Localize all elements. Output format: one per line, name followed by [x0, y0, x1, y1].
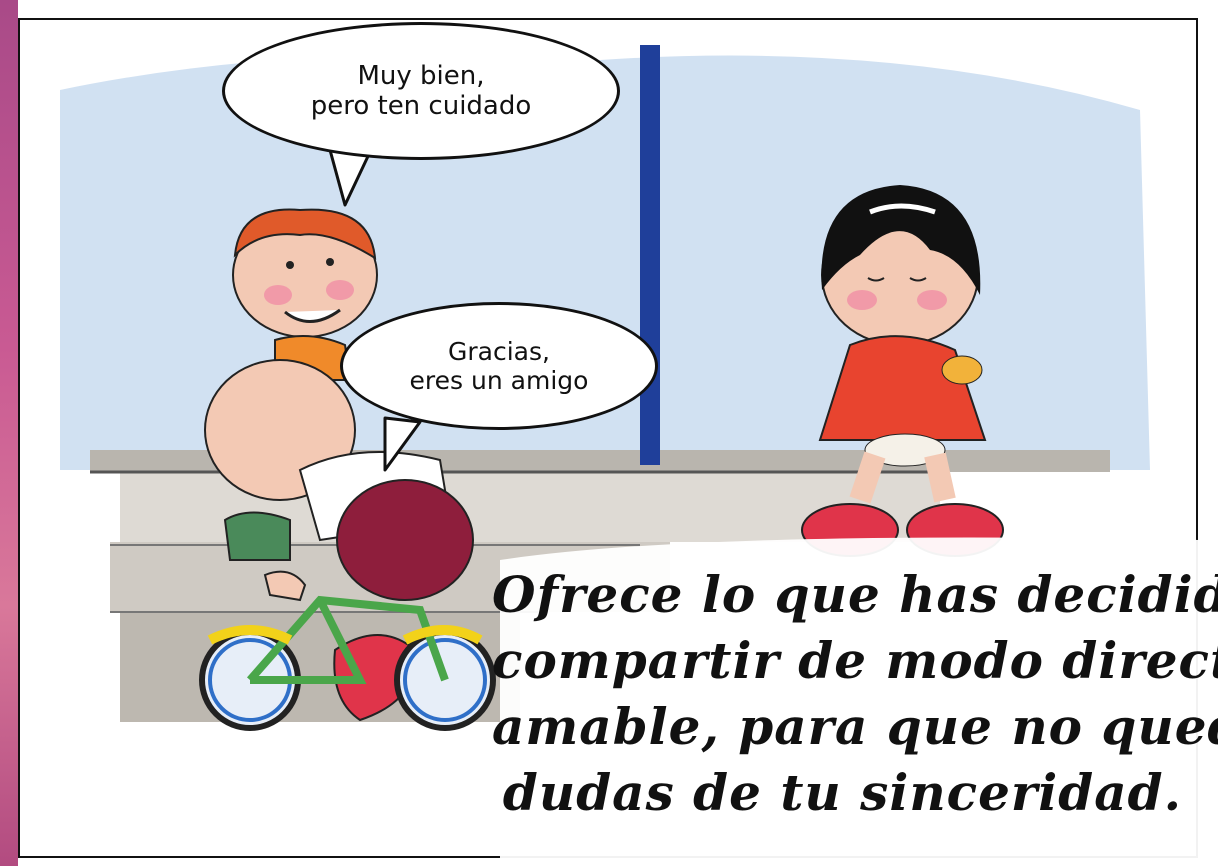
- caption-line-2: compartir de modo directo y: [492, 631, 1218, 690]
- cyclist-figure: [204, 359, 474, 722]
- speech-bubble-cyclist-line-2: eres un amigo: [409, 366, 589, 395]
- caption-line-1: Ofrece lo que has decidido: [492, 565, 1218, 624]
- caption-mist: [500, 537, 1200, 866]
- bubble-cyclist-tail: [383, 416, 422, 472]
- speech-bubble-boy-line-2: pero ten cuidado: [310, 91, 532, 121]
- boy-figure: [232, 208, 378, 381]
- pole: [640, 45, 660, 465]
- speech-bubble-boy: Muy bien, pero ten cuidado: [222, 22, 620, 160]
- left-decorative-band: [0, 0, 18, 866]
- caption-text: Ofrece lo que has decidido compartir de …: [492, 562, 1218, 826]
- speech-bubble-cyclist-line-1: Gracias,: [448, 337, 550, 366]
- girl-figure: [801, 185, 1004, 557]
- bicycle: [199, 595, 496, 731]
- caption-line-4: dudas de tu sinceridad.: [502, 763, 1182, 822]
- speech-bubble-cyclist: Gracias, eres un amigo: [340, 302, 658, 430]
- speech-bubble-boy-line-1: Muy bien,: [357, 61, 485, 91]
- caption-line-3: amable, para que no queden: [492, 697, 1218, 756]
